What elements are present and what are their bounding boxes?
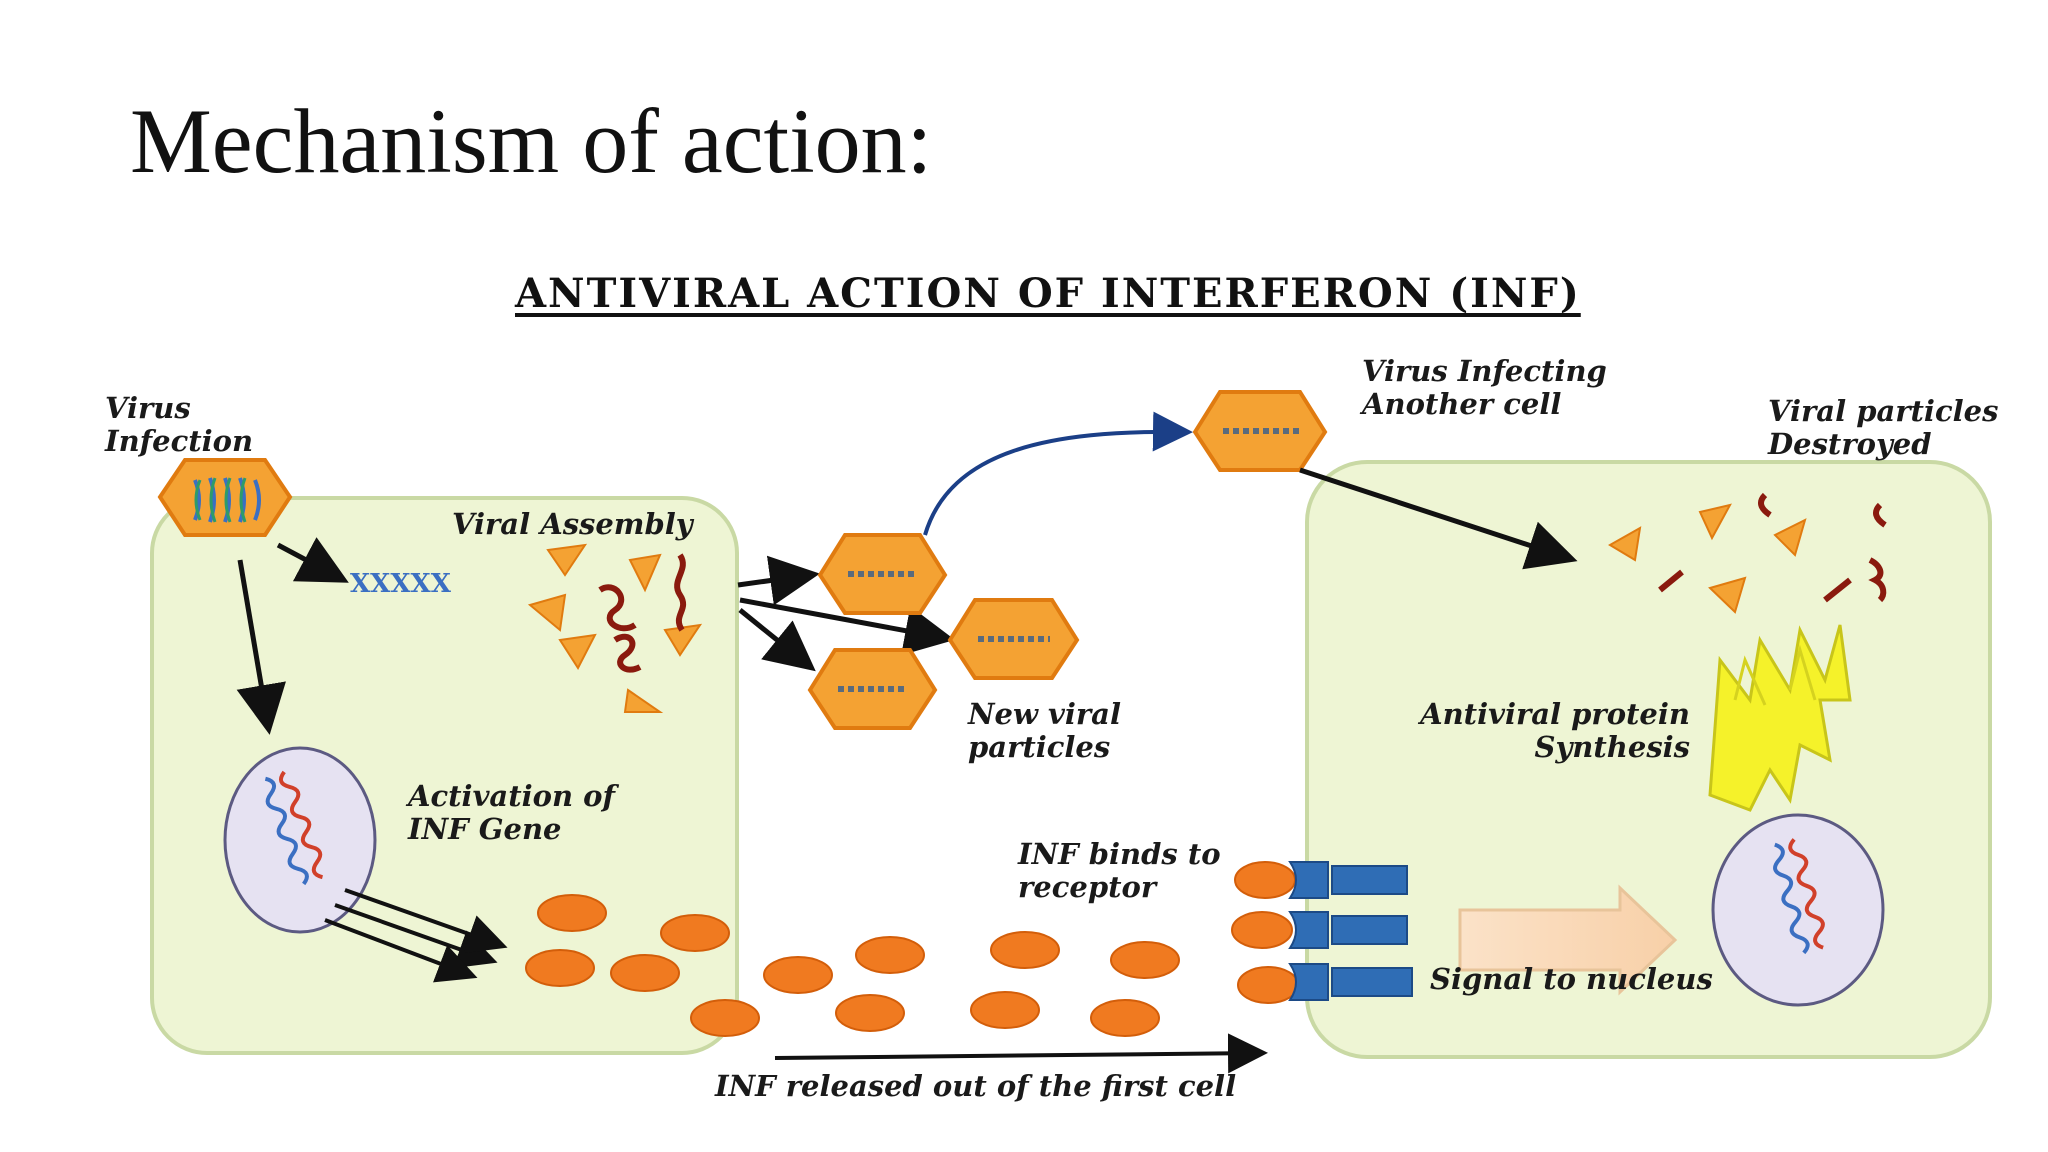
arrow-out-2 [739,597,955,656]
label-virus-infecting: Virus Infecting Another cell [1362,354,1607,421]
arrow-inf-release-3 [324,918,478,983]
interferon-molecule [660,914,730,952]
interferon-molecule [1090,999,1160,1037]
interferon-molecule [855,936,925,974]
interferon-molecules [525,861,1299,1037]
new-viral-particle-icon [807,648,938,730]
receptor-icon [1331,865,1408,895]
arrow-out-1 [737,555,820,606]
arrow-to-nucleus [236,559,286,735]
arrow-into-second-cell [1299,467,1578,570]
label-viral-assembly: Viral Assembly [452,507,693,541]
antiviral-protein-icon [1708,624,1852,812]
interferon-molecule [1231,911,1293,949]
interferon-molecule [835,994,905,1032]
label-signal: Signal to nucleus [1430,962,1713,996]
interferon-molecule [610,954,680,992]
interferon-molecule [1110,941,1180,979]
label-virus-infection: Virus Infection [105,391,254,458]
first-nucleus [223,746,377,934]
interferon-molecule [763,956,833,994]
label-new-viral: New viral particles [968,697,1121,764]
interferon-molecule [970,991,1040,1029]
receptor-icon [1331,915,1408,945]
label-activation: Activation of INF Gene [408,779,615,846]
arrow-inf-release-2 [344,888,508,954]
infecting-virus-icon [157,458,293,537]
interferon-molecule [990,931,1060,969]
label-inf-binds: INF binds to receptor [1018,837,1221,904]
arrow-out-3 [738,608,816,672]
interferon-molecule [537,894,607,932]
interferon-molecule [690,999,760,1037]
diagram-title: ANTIVIRAL ACTION OF INTERFERON (INF) [515,270,1581,317]
destroyed-particles-icon [1608,492,1887,614]
new-viral-particle-icon [947,598,1080,680]
arrow-to-dna [276,537,349,583]
viral-assembly-icon [527,543,703,713]
signal-arrow-icon [1458,884,1678,996]
label-dna-fragment: XXXXX [350,569,451,599]
receptors [1288,861,1413,1001]
receptor-icon [1288,963,1329,1001]
interferon-molecule [525,949,595,987]
virus-infecting-icon [1192,390,1328,472]
new-viral-particle-icon [817,533,948,615]
receptor-icon [1288,911,1329,949]
release-arrow [774,1033,1268,1074]
receptor-icon [1331,967,1413,997]
receptor-icon [1288,861,1329,899]
label-antiviral-protein: Antiviral protein Synthesis [1420,697,1690,764]
second-nucleus [1711,813,1885,1007]
label-released: INF released out of the first cell [715,1069,1237,1103]
slide-title: Mechanism of action: [130,90,933,192]
label-viral-destroyed: Viral particles Destroyed [1768,394,1999,461]
arrow-to-another-cell [923,411,1193,536]
interferon-molecule [1234,861,1296,899]
interferon-molecule [1237,966,1299,1004]
